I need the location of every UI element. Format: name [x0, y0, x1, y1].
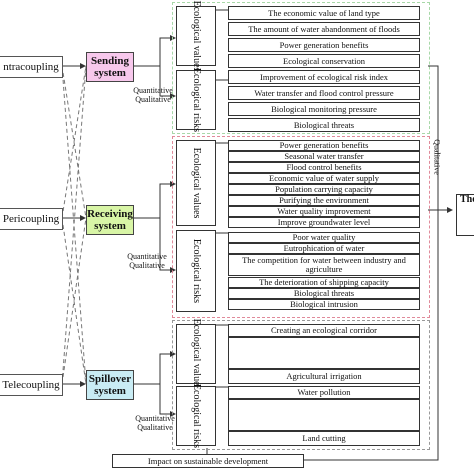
right-outcome-node: The i i: [456, 194, 474, 236]
receiving-value-item: Economic value of water supply: [228, 173, 420, 184]
spillover-values-category: Ecological values: [176, 319, 216, 389]
receiving-risk-item: Poor water quality: [228, 232, 420, 243]
receiving-risks-category: Ecological risks: [176, 230, 216, 312]
left-node-pericoupling: Pericoupling: [0, 208, 63, 230]
qq-label-receiving: Quantitative Qualitative: [112, 252, 182, 270]
receiving-value-item: Water quality improvement: [228, 206, 420, 217]
sending-value-item: The amount of water abandonment of flood…: [228, 22, 420, 36]
category-label: Ecological values: [191, 318, 202, 390]
receiving-value-item: Purifying the environment: [228, 195, 420, 206]
receiving-risk-item: The competition for water between indust…: [228, 254, 420, 276]
right-node-line: i: [460, 215, 474, 225]
sending-risk-item: Biological threats: [228, 118, 420, 132]
sending-risks-category: Ecological risks: [176, 67, 216, 133]
qq-label-spillover: Quantitative Qualitative: [120, 414, 190, 432]
sending-value-item: The economic value of land type: [228, 6, 420, 20]
quantitative-text: Quantitative: [127, 252, 167, 261]
spillover-risk-item: Water pollution: [228, 386, 420, 399]
sending-system-box: Sending system: [86, 52, 134, 82]
sending-risk-item: Water transfer and flood control pressur…: [228, 86, 420, 100]
spillover-risks-category: Ecological risks: [176, 383, 216, 449]
receiving-value-item: Power generation benefits: [228, 140, 420, 151]
spillover-system-box: Spillover system: [86, 370, 134, 400]
category-label: Ecological risks: [191, 67, 202, 133]
right-node-line: The: [460, 194, 474, 205]
spillover-value-item: Creating an ecological corridor: [228, 324, 420, 337]
sending-values-category: Ecological values: [176, 1, 216, 71]
receiving-risk-item: Eutrophication of water: [228, 243, 420, 254]
qualitative-vertical-label: Qualitative: [432, 139, 442, 175]
receiving-risk-item: Biological intrusion: [228, 299, 420, 310]
receiving-value-item: Flood control benefits: [228, 162, 420, 173]
spillover-risk-item: Land cutting: [228, 431, 420, 446]
category-label: Ecological risks: [191, 383, 202, 449]
right-node-line: i: [460, 205, 474, 215]
qualitative-text: Qualitative: [432, 139, 442, 175]
sending-value-item: Ecological conservation: [228, 54, 420, 68]
left-node-telecoupling: Telecoupling: [0, 374, 63, 396]
spillover-frame: [172, 320, 430, 450]
category-label: Ecological values: [191, 147, 202, 219]
qq-label-sending: Quantitative Qualitative: [118, 86, 188, 104]
impact-box: Impact on sustainable development: [112, 454, 304, 468]
receiving-risk-item: The deterioration of shipping capacity: [228, 277, 420, 288]
qualitative-text: Qualitative: [135, 95, 171, 104]
category-label: Ecological risks: [191, 238, 202, 304]
spillover-value-item: Agricultural irrigation: [228, 369, 420, 384]
receiving-values-category: Ecological values: [176, 140, 216, 226]
spillover-value-item-empty: [228, 337, 420, 369]
qualitative-text: Qualitative: [137, 423, 173, 432]
receiving-value-item: Improve groundwater level: [228, 217, 420, 228]
sending-risk-item: Biological monitoring pressure: [228, 102, 420, 116]
spillover-risk-item-empty: [228, 399, 420, 431]
sending-frame: [172, 2, 430, 134]
sending-value-item: Power generation benefits: [228, 38, 420, 52]
qualitative-text: Qualitative: [129, 261, 165, 270]
receiving-value-item: Population carrying capacity: [228, 184, 420, 195]
quantitative-text: Quantitative: [133, 86, 173, 95]
receiving-system-box: Receiving system: [86, 205, 134, 235]
left-node-intracoupling: ntracoupling: [0, 56, 63, 78]
sending-risk-item: Improvement of ecological risk index: [228, 70, 420, 84]
receiving-frame: [172, 136, 430, 318]
receiving-value-item: Seasonal water transfer: [228, 151, 420, 162]
quantitative-text: Quantitative: [135, 414, 175, 423]
category-label: Ecological values: [191, 0, 202, 72]
receiving-risk-item: Biological threats: [228, 288, 420, 299]
